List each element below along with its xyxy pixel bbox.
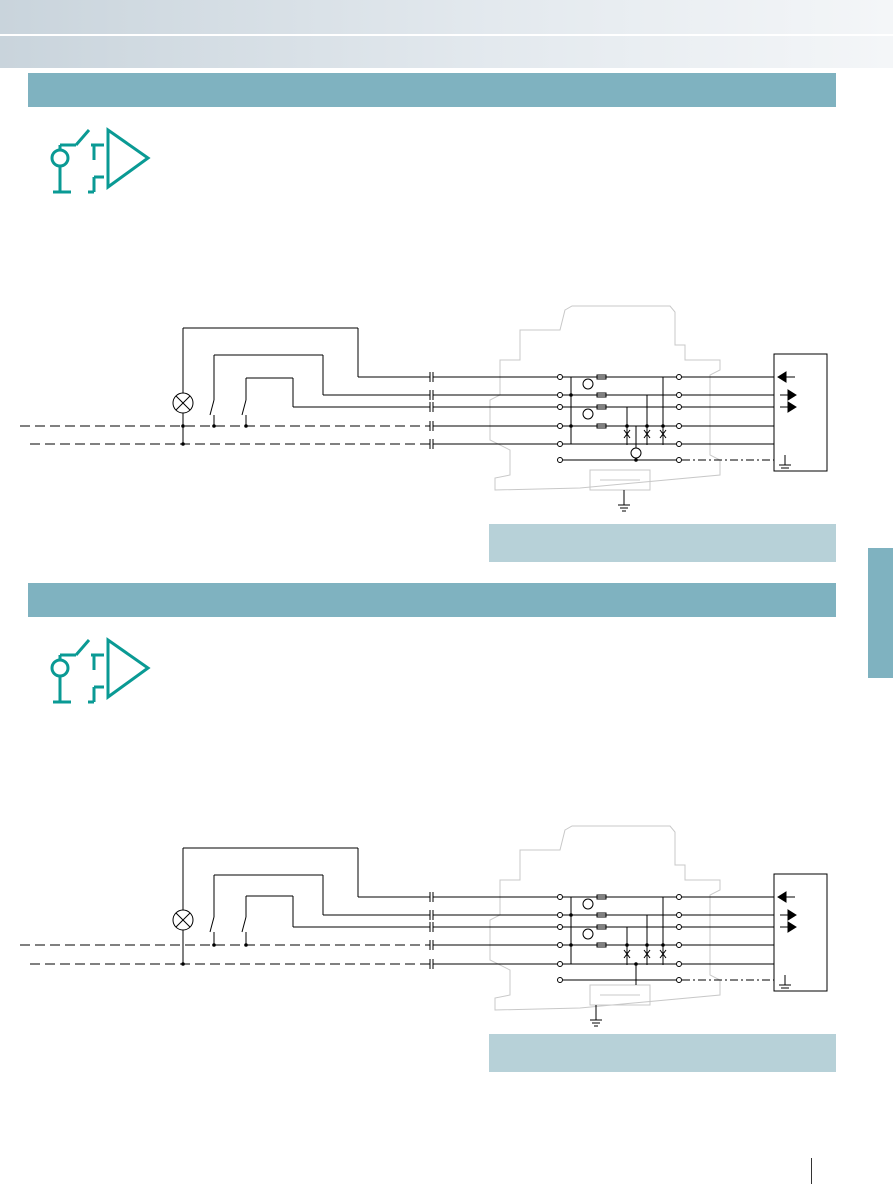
section-2-caption-box: [489, 1034, 836, 1072]
page-number-divider: [811, 1158, 812, 1184]
switch-amplifier-icon: [50, 637, 151, 704]
switch-amplifier-icon: [50, 127, 151, 194]
module-outline: [489, 825, 721, 1011]
wiring-diagram-1: [20, 305, 828, 512]
section-1-caption-box: [489, 524, 836, 562]
section-1-header-bar: [28, 73, 836, 107]
header-divider: [0, 34, 893, 36]
module-outline: [489, 305, 721, 491]
section-2-header-bar: [28, 583, 836, 617]
side-tab[interactable]: [868, 548, 893, 678]
wiring-diagram-2: [20, 825, 828, 1027]
